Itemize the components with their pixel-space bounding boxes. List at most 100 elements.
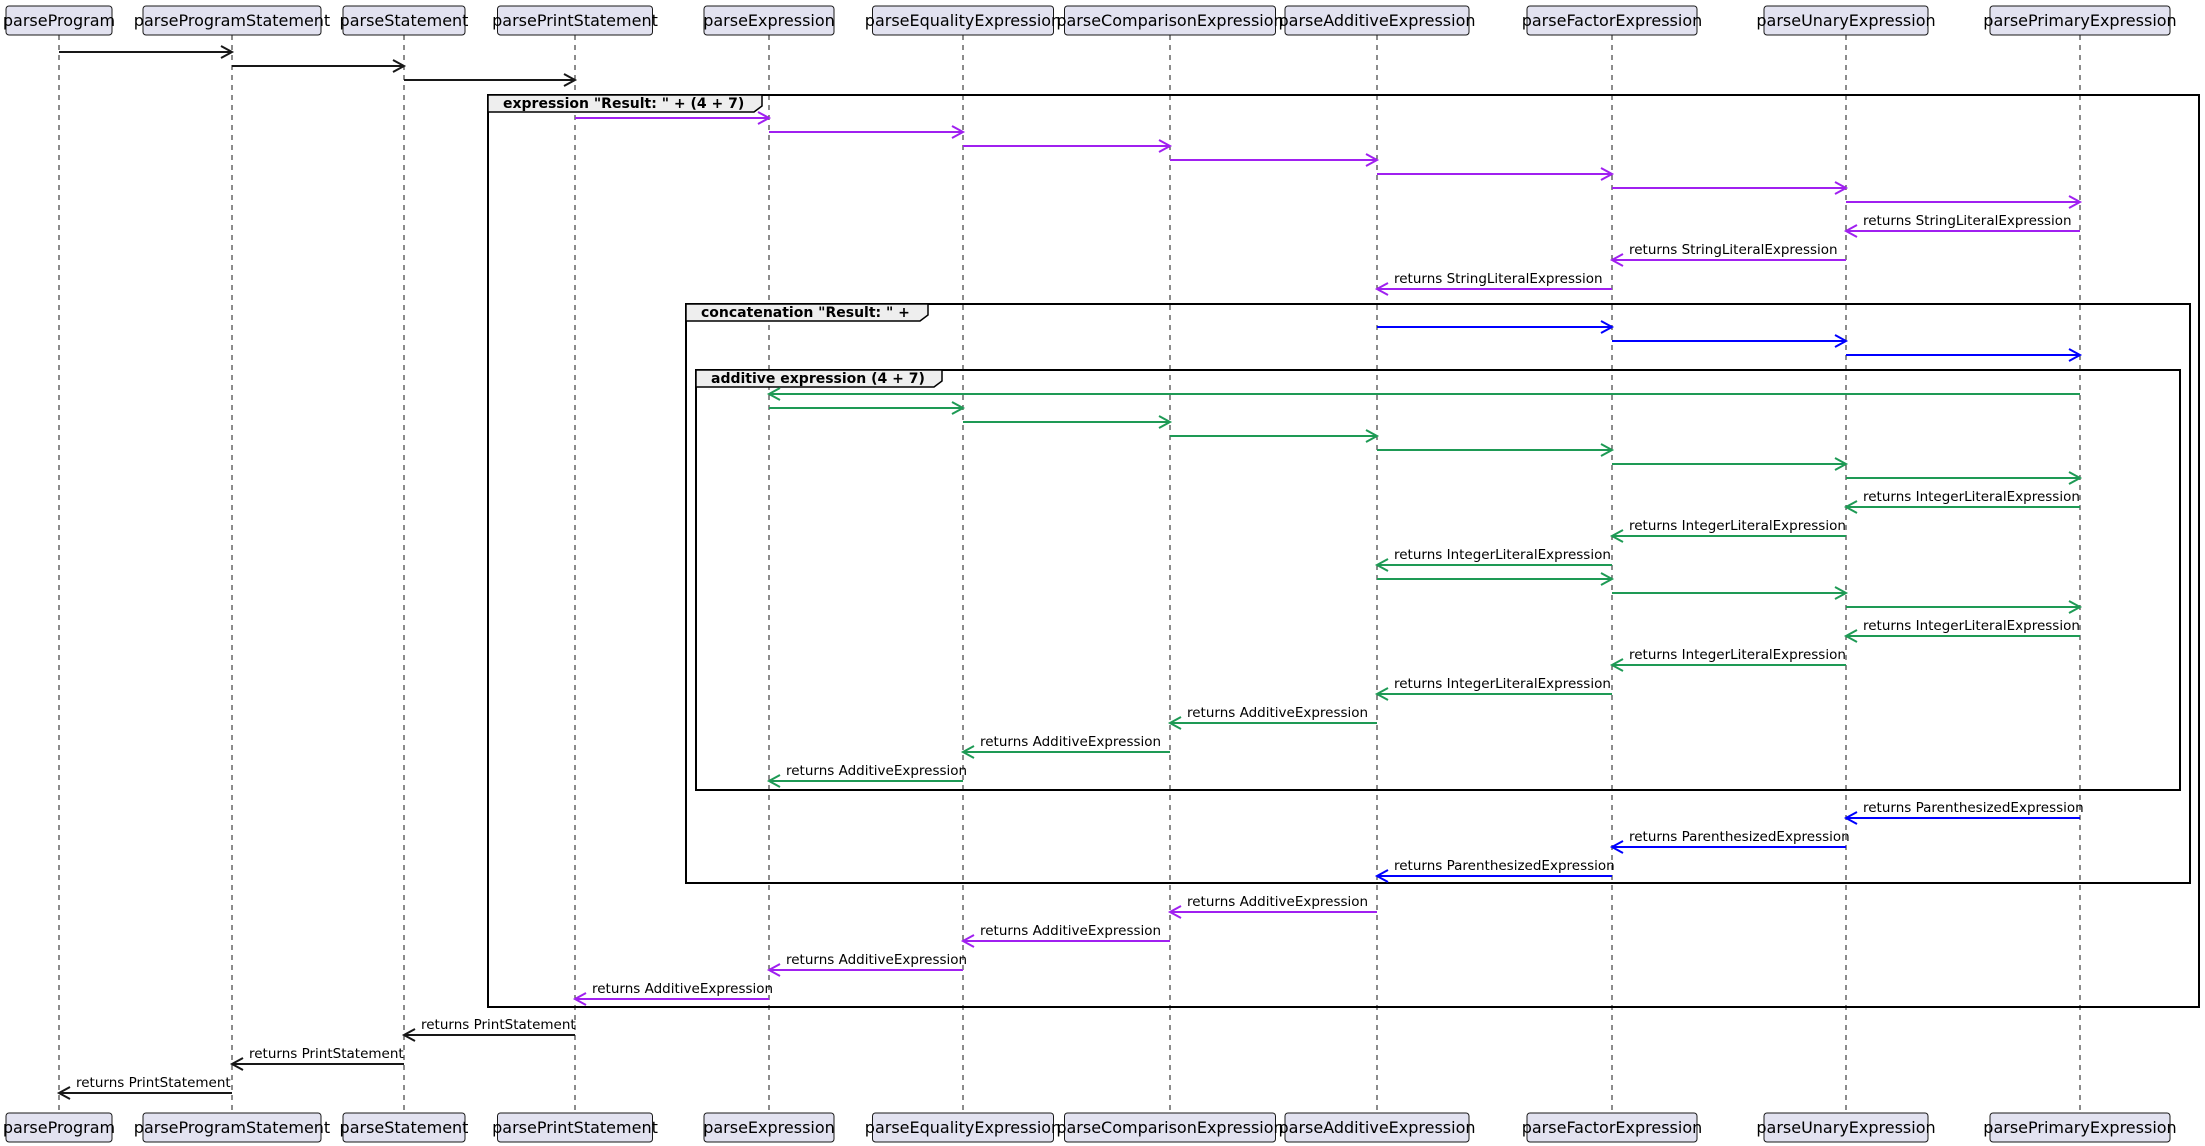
participant-parseStatement-bottom: parseStatement [340, 1112, 468, 1143]
message-27 [1612, 586, 1849, 600]
message-label: returns AdditiveExpression [980, 734, 1161, 750]
message-label: returns ParenthesizedExpression [1863, 800, 2084, 816]
message-7 [1377, 167, 1615, 181]
message-42: returns PrintStatement [401, 1017, 576, 1042]
arrowhead [572, 992, 587, 1006]
arrowhead [1374, 282, 1389, 296]
message-34: returns AdditiveExpression [766, 763, 967, 788]
message-label: returns StringLiteralExpression [1629, 242, 1838, 258]
participant-label: parseStatement [340, 11, 469, 30]
message-label: returns StringLiteralExpression [1394, 271, 1603, 287]
participant-box [1064, 1112, 1276, 1143]
message-4 [769, 125, 966, 139]
arrowhead [1843, 500, 1858, 514]
participant-parseFactorExpression-bottom: parseFactorExpression [1522, 1112, 1702, 1143]
arrowhead [960, 745, 975, 759]
message-44: returns PrintStatement [56, 1075, 232, 1100]
participant-box [142, 1112, 322, 1143]
message-12: returns StringLiteralExpression [1374, 271, 1612, 296]
arrowhead [1843, 811, 1858, 825]
message-label: returns IntegerLiteralExpression [1394, 547, 1611, 563]
message-24: returns IntegerLiteralExpression [1609, 518, 1846, 543]
messages: returns StringLiteralExpression returns S… [56, 45, 2084, 1100]
participant-label: parseProgramStatement [134, 1118, 330, 1137]
message-label: returns IntegerLiteralExpression [1863, 489, 2080, 505]
message-21 [1612, 457, 1849, 471]
arrowhead [401, 1028, 416, 1042]
message-20 [1377, 443, 1615, 457]
lifelines [58, 35, 2081, 1113]
participant-parseEqualityExpression-bottom: parseEqualityExpression [865, 1112, 1061, 1143]
participant-box [1763, 1112, 1929, 1143]
participant-box [1763, 5, 1929, 36]
arrowhead [2068, 348, 2083, 362]
participant-box [1526, 5, 1698, 36]
message-label: returns AdditiveExpression [786, 763, 967, 779]
arrowhead [563, 73, 578, 87]
participant-box [1989, 1112, 2171, 1143]
arrowhead [1609, 253, 1624, 267]
participant-label: parseEqualityExpression [865, 11, 1061, 30]
arrowhead [1167, 905, 1182, 919]
message-30: returns IntegerLiteralExpression [1609, 647, 1846, 672]
participant-label: parseProgram [3, 11, 115, 30]
message-label: returns StringLiteralExpression [1863, 213, 2072, 229]
participant-parseProgramStatement-bottom: parseProgramStatement [134, 1112, 330, 1143]
message-41: returns AdditiveExpression [572, 981, 773, 1006]
message-18 [963, 415, 1173, 429]
participant-parseComparisonExpression-bottom: parseComparisonExpression [1056, 1112, 1284, 1143]
message-40: returns AdditiveExpression [766, 952, 967, 977]
arrowhead [1158, 415, 1173, 429]
participant-box [703, 5, 835, 36]
arrowhead [229, 1057, 244, 1071]
message-25: returns IntegerLiteralExpression [1374, 547, 1612, 572]
arrowhead [392, 59, 407, 73]
participant-label: parseUnaryExpression [1756, 1118, 1935, 1137]
participant-box [342, 5, 466, 36]
participant-parseStatement-top: parseStatement [340, 5, 469, 36]
frame-tab [685, 303, 929, 322]
participant-box [497, 1112, 653, 1143]
participant-label: parsePrintStatement [492, 11, 658, 30]
participant-label: parseComparisonExpression [1056, 1118, 1283, 1137]
frame-border [695, 369, 2181, 791]
message-2 [404, 73, 578, 87]
arrowhead [960, 934, 975, 948]
message-label: returns PrintStatement [76, 1075, 231, 1091]
message-35: returns ParenthesizedExpression [1843, 800, 2084, 825]
message-19 [1170, 429, 1380, 443]
participant-box [703, 1112, 835, 1143]
message-16 [766, 387, 2080, 401]
message-11: returns StringLiteralExpression [1609, 242, 1846, 267]
message-label: returns PrintStatement [249, 1046, 404, 1062]
participant-parseUnaryExpression-top: parseUnaryExpression [1756, 5, 1936, 36]
arrowhead [1374, 687, 1389, 701]
arrowhead [1843, 224, 1858, 238]
arrowhead [1600, 572, 1615, 586]
arrowhead [1167, 716, 1182, 730]
participant-parseAdditiveExpression-top: parseAdditiveExpression [1278, 5, 1476, 36]
participant-parseUnaryExpression-bottom: parseUnaryExpression [1756, 1112, 1936, 1143]
arrowhead [1374, 558, 1389, 572]
participant-label: parseExpression [703, 1118, 835, 1137]
message-5 [963, 139, 1173, 153]
arrowhead [2068, 195, 2083, 209]
participant-parsePrintStatement-bottom: parsePrintStatement [492, 1112, 658, 1143]
participant-parseAdditiveExpression-bottom: parseAdditiveExpression [1278, 1112, 1476, 1143]
message-label: returns AdditiveExpression [1187, 705, 1368, 721]
message-6 [1170, 153, 1380, 167]
message-8 [1612, 181, 1849, 195]
message-14 [1612, 334, 1849, 348]
participant-parseComparisonExpression-top: parseComparisonExpression [1056, 5, 1284, 36]
arrowhead [1843, 629, 1858, 643]
arrowhead [2068, 600, 2083, 614]
frame-border [487, 94, 2200, 1008]
participant-parseExpression-bottom: parseExpression [703, 1112, 835, 1143]
frame-additive: additive expression (4 + 7) [695, 369, 2181, 791]
arrowhead [1834, 334, 1849, 348]
participant-box [5, 1112, 113, 1143]
frame-expression: expression "Result: " + (4 + 7) [487, 94, 2200, 1008]
participant-box [1064, 5, 1276, 36]
